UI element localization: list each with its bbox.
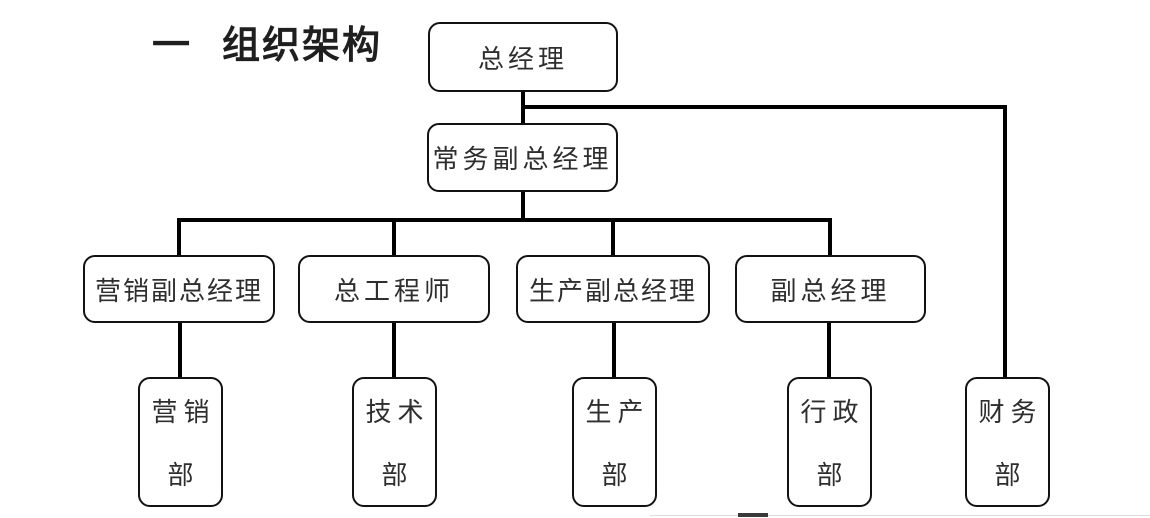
node-technology-department: 技术 部 (352, 377, 437, 507)
node-marketing-deputy-general-manager: 营销副总经理 (83, 255, 275, 323)
edge-deputy-manager-to-admin-dept (827, 323, 831, 379)
node-label-line2: 部 (816, 461, 849, 490)
node-label-line1: 财务 (978, 398, 1043, 427)
section-title-text: 组织架构 (222, 25, 383, 67)
node-label-line1: 生产 (585, 398, 650, 427)
node-executive-deputy-general-manager: 常务副总经理 (427, 123, 618, 192)
node-label: 副总经理 (770, 276, 891, 306)
edge-bus-to-chief-engineer (392, 218, 396, 257)
scan-artifact-dash (738, 513, 768, 517)
node-production-department: 生产 部 (572, 377, 657, 507)
node-label: 常务副总经理 (432, 145, 613, 174)
node-label-line2: 部 (381, 461, 414, 490)
node-administration-department: 行政 部 (787, 377, 872, 507)
edge-marketing-vgm-to-marketing-dept (178, 323, 182, 379)
node-label: 生产副总经理 (528, 276, 697, 306)
node-label-line2: 部 (167, 461, 200, 490)
edge-production-vgm-to-production-dept (612, 323, 616, 379)
edge-bus-to-marketing-vgm (177, 218, 181, 257)
edge-gm-to-finance-horizontal (521, 105, 1007, 109)
node-chief-engineer: 总工程师 (298, 255, 490, 323)
node-production-deputy-general-manager: 生产副总经理 (516, 255, 710, 323)
edge-bus-to-deputy-manager (828, 218, 832, 257)
node-label-line2: 部 (601, 461, 634, 490)
node-label: 总经理 (477, 44, 568, 74)
node-deputy-general-manager: 副总经理 (735, 255, 926, 323)
node-label: 总工程师 (333, 276, 454, 306)
node-marketing-department: 营销 部 (138, 377, 223, 507)
edge-bus-to-production-vgm (611, 218, 615, 257)
scan-artifact-line (650, 515, 1150, 516)
node-label-line1: 营销 (151, 398, 216, 427)
node-finance-department: 财务 部 (965, 377, 1050, 507)
section-title: 一 组织架构 (152, 14, 382, 69)
node-label-line1: 技术 (365, 398, 430, 427)
edge-level3-bus-horizontal (177, 218, 832, 222)
node-label-line2: 部 (994, 461, 1027, 490)
edge-gm-to-finance-vertical (1003, 105, 1007, 379)
node-label-line1: 行政 (800, 398, 865, 427)
section-number: 一 (152, 25, 193, 67)
edge-chief-engineer-to-tech-dept (392, 323, 396, 379)
node-general-manager: 总经理 (428, 22, 618, 92)
edge-deputy-gm-to-bus-vertical (521, 190, 525, 222)
node-label: 营销副总经理 (94, 276, 263, 306)
